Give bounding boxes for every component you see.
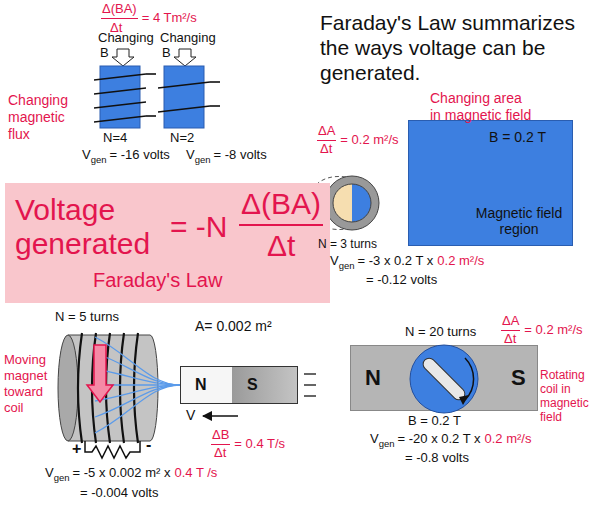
title-text: Faraday's Law summarizes the ways voltag… xyxy=(320,10,595,85)
flux-arrow xyxy=(112,49,134,66)
label-text: gen xyxy=(91,155,107,166)
coil-end xyxy=(58,335,78,441)
fraction-bar xyxy=(501,330,520,331)
label-text: N=4 xyxy=(103,131,127,146)
loop-area-in-field xyxy=(352,184,371,222)
label-text: V xyxy=(82,148,91,163)
label-text: Changing magnetic flux xyxy=(8,92,90,143)
node-text: Faraday's Law xyxy=(93,269,222,292)
coil-loop xyxy=(421,356,468,403)
label-text: Changing area in magnetic field xyxy=(430,90,534,124)
label-text: B = 0.2 T xyxy=(408,414,461,429)
label-text: = 0.2 m²/s xyxy=(340,133,398,148)
formula-box: Voltage generated= -N Δ(BA) ΔtFaraday's La… xyxy=(5,183,330,303)
label-text: V xyxy=(45,466,54,481)
label-text: ΔA xyxy=(502,314,519,329)
node-text: Magnetic field region xyxy=(469,205,569,237)
label-text: + xyxy=(72,440,81,458)
label-text: ΔB xyxy=(212,428,229,443)
label-text: = -20 x 0.2 T x xyxy=(398,432,481,447)
label-text: 0.4 T /s xyxy=(174,466,217,481)
label-text: Changing xyxy=(98,31,154,46)
node-text: Δ(BA) xyxy=(241,187,321,222)
node-text: N xyxy=(195,376,207,394)
motion-arrow xyxy=(87,345,113,402)
node-text: S xyxy=(247,376,258,394)
label-text: V xyxy=(186,148,195,163)
label-text: = -0.12 volts xyxy=(366,273,437,288)
fraction-bar xyxy=(317,140,336,141)
label-text: gen xyxy=(195,155,211,166)
label-text: = -5 x 0.002 m² x xyxy=(73,466,171,481)
label-text: N = 20 turns xyxy=(405,325,476,340)
label-text: A= 0.002 m² xyxy=(195,318,272,334)
label-text: = 0.2 m²/s xyxy=(524,323,582,338)
node-text: S xyxy=(511,365,526,390)
label-text: Rotating coil in magnetic field xyxy=(540,368,594,424)
coil-cylinder xyxy=(68,335,158,441)
label-text: gen xyxy=(379,439,395,450)
label-text: = -16 volts xyxy=(110,148,170,163)
rotation-arrow xyxy=(465,358,474,400)
coil-windings xyxy=(94,74,220,122)
label-text: Δt xyxy=(504,332,516,347)
coil-disc xyxy=(410,345,478,413)
label-text: = 0.4 T/s xyxy=(234,437,285,452)
node-text: Δt xyxy=(267,229,295,264)
node-text: Voltage generated xyxy=(15,193,165,261)
motion-dashes xyxy=(304,374,316,396)
label-text: N = 3 turns xyxy=(318,238,377,252)
fraction-bar xyxy=(211,444,230,445)
label-text: B xyxy=(162,46,171,61)
field-region: B = 0.2 T Magnetic field region xyxy=(408,120,573,246)
label-text: ΔA xyxy=(318,124,335,139)
label-text: gen xyxy=(54,473,70,484)
coil-core xyxy=(164,66,204,128)
label-text: Δt xyxy=(214,446,226,461)
coil-windings xyxy=(78,333,138,443)
label-text: = -0.8 volts xyxy=(405,451,469,466)
node-text: N xyxy=(365,365,381,390)
label-text: N=2 xyxy=(170,131,194,146)
label-text: Δt xyxy=(320,142,332,157)
node-text: = -N xyxy=(170,210,228,245)
label-text: = -0.004 volts xyxy=(80,486,158,501)
node-text: B = 0.2 T xyxy=(489,129,546,145)
label-text: gen xyxy=(339,261,355,272)
label-text: Moving magnet toward coil xyxy=(4,352,56,416)
label-text: = -8 volts xyxy=(214,148,267,163)
velocity-arrow xyxy=(203,415,238,417)
flux-arrow xyxy=(174,49,196,66)
label-text: = -3 x 0.2 T x xyxy=(358,254,434,269)
label-text: Changing xyxy=(160,31,216,46)
loop-ring xyxy=(325,176,379,230)
label-text: 0.2 m²/s xyxy=(485,432,532,447)
label-text: V xyxy=(186,407,195,423)
label-text: V xyxy=(370,432,379,447)
rotation-arrowhead xyxy=(459,395,469,405)
resistor-symbol xyxy=(85,441,140,458)
label-text: V xyxy=(330,254,339,269)
fraction-bar xyxy=(239,224,323,226)
magnet-poles: NS xyxy=(350,345,538,411)
fraction-bar xyxy=(101,18,138,19)
loop-area xyxy=(333,184,352,222)
label-text: B xyxy=(100,46,109,61)
label-text: Δ(BA) xyxy=(102,2,137,17)
label-text: N = 5 turns xyxy=(55,310,119,325)
bar-magnet: NS xyxy=(180,366,298,404)
loop-inner xyxy=(333,184,371,222)
label-text: - xyxy=(146,436,151,454)
label-text: 0.2 m²/s xyxy=(437,254,484,269)
label-text: = 4 Tm²/s xyxy=(142,11,197,26)
